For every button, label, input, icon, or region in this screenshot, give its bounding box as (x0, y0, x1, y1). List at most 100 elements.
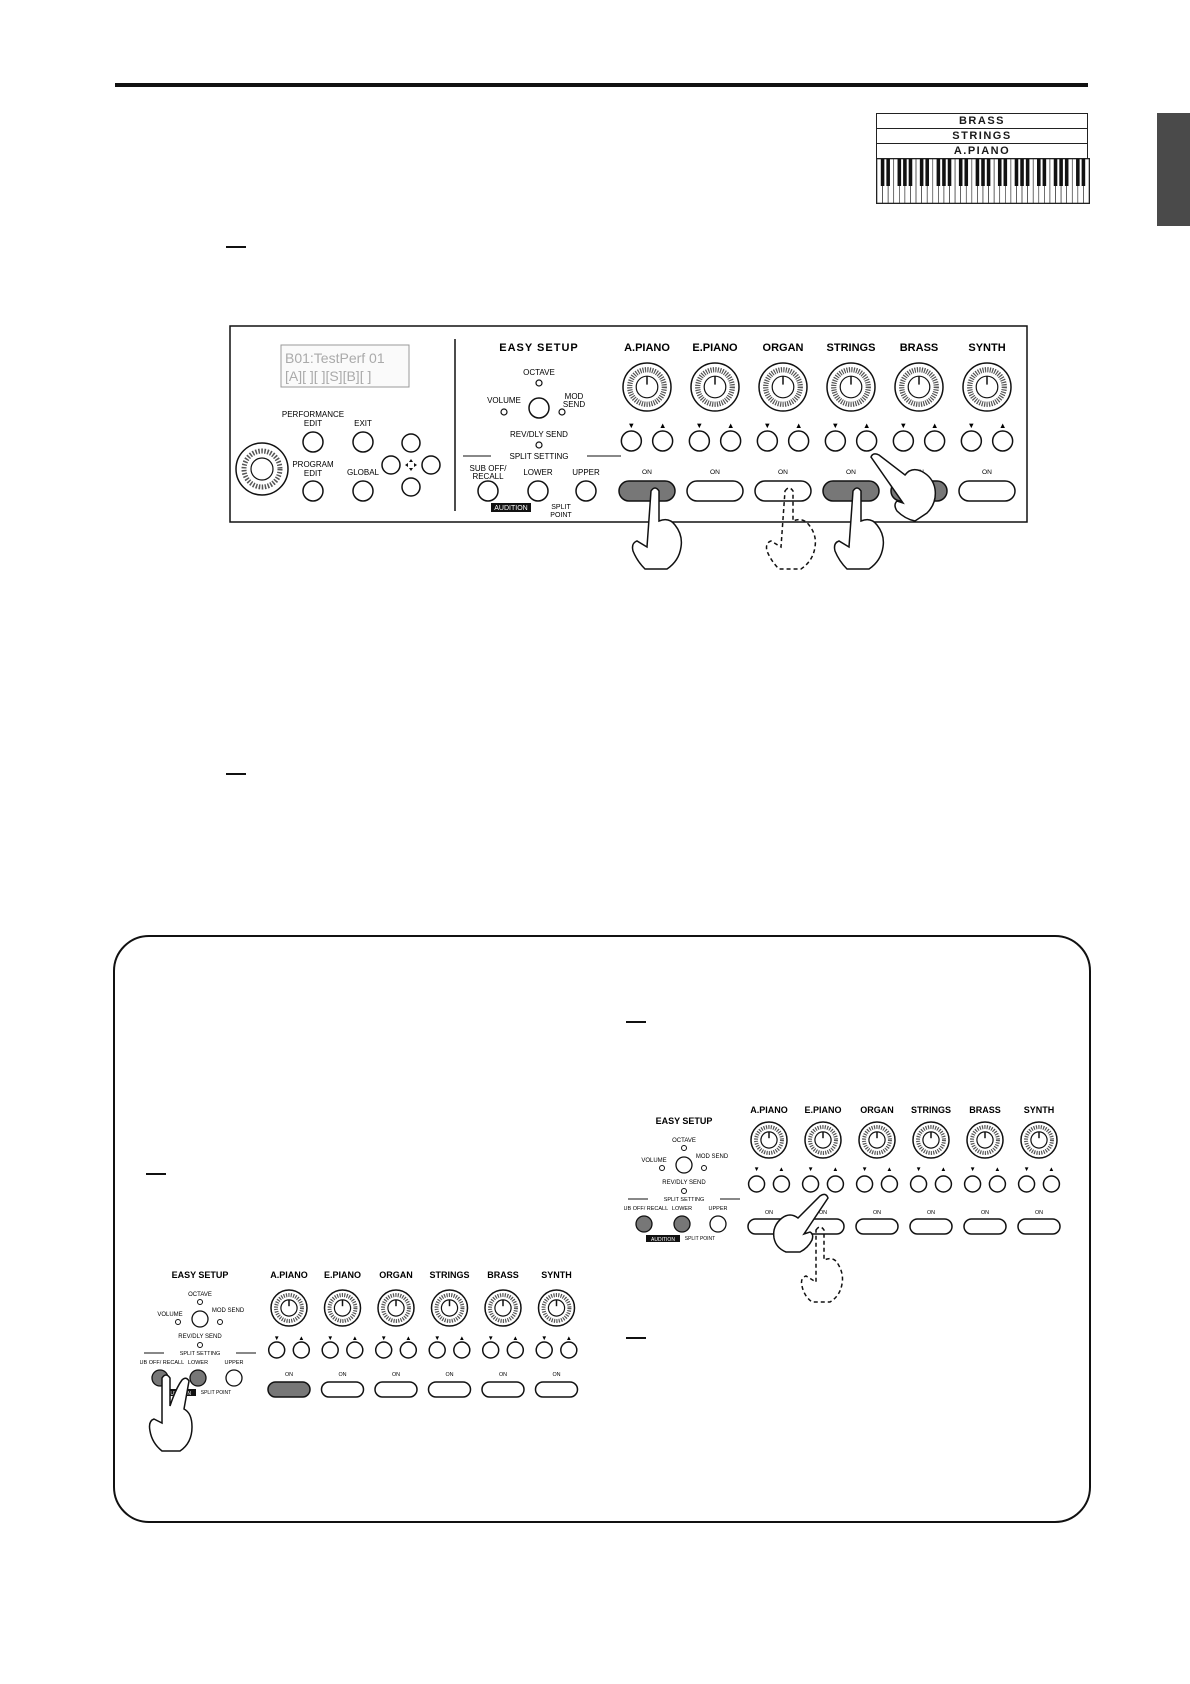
down-button[interactable] (801, 1175, 820, 1193)
up-arrow-icon: ▲ (1048, 1166, 1054, 1173)
category-on-button[interactable] (534, 1381, 579, 1398)
mod-send-led (217, 1319, 223, 1325)
audition-badge (491, 503, 531, 512)
down-button[interactable] (960, 430, 983, 452)
upper-button[interactable] (225, 1369, 243, 1387)
category-on-button[interactable] (618, 480, 676, 502)
cursor-left-button[interactable] (381, 455, 401, 475)
up-button[interactable] (651, 430, 674, 452)
up-button[interactable] (1042, 1175, 1061, 1193)
down-button[interactable] (747, 1175, 766, 1193)
easy-setup-button[interactable] (675, 1156, 693, 1174)
exit-button[interactable] (352, 431, 374, 453)
layer-diagram: BRASS STRINGS A.PIANO (876, 113, 1090, 209)
down-button[interactable] (428, 1341, 446, 1359)
category-on-button[interactable] (374, 1381, 418, 1398)
down-button[interactable] (321, 1341, 339, 1359)
black-key (936, 159, 941, 186)
category-on-button[interactable] (686, 480, 744, 502)
sub-off-recall-button[interactable] (477, 480, 499, 502)
lower-label: LOWER (672, 1206, 692, 1212)
lcd-display (280, 344, 410, 388)
category-on-button[interactable] (427, 1381, 472, 1398)
pointing-hand-icon (833, 487, 885, 570)
up-button[interactable] (506, 1341, 525, 1359)
up-button[interactable] (399, 1341, 418, 1359)
category-on-button[interactable] (267, 1381, 311, 1398)
up-arrow-icon: ▲ (795, 421, 803, 430)
down-button[interactable] (909, 1175, 928, 1193)
easy-setup-title: EASY SETUP (172, 1270, 229, 1280)
down-button[interactable] (267, 1341, 286, 1359)
category-on-button[interactable] (958, 480, 1016, 502)
cursor-down-button[interactable] (401, 477, 421, 497)
black-key (1059, 159, 1063, 186)
down-button[interactable] (963, 1175, 982, 1193)
category-label: SYNTH (541, 1270, 572, 1280)
category-label: E.PIANO (804, 1105, 841, 1115)
up-button[interactable] (772, 1175, 791, 1193)
mod-send-label: MOD SEND (696, 1154, 729, 1160)
performance-edit-button[interactable] (302, 431, 324, 453)
down-button[interactable] (620, 430, 643, 452)
cursor-right-button[interactable] (421, 455, 441, 475)
easy-setup-button[interactable] (191, 1310, 209, 1328)
upper-button[interactable] (575, 480, 597, 502)
up-button[interactable] (991, 430, 1014, 452)
down-button[interactable] (756, 430, 779, 452)
split-setting-label: SPLIT SETTING (664, 1197, 705, 1203)
up-button[interactable] (880, 1175, 899, 1193)
down-button[interactable] (688, 430, 711, 452)
sub-off-recall-button[interactable] (635, 1215, 653, 1233)
on-label: ON (499, 1372, 507, 1378)
rev-dly-send-led (535, 441, 543, 449)
cursor-up-button[interactable] (401, 433, 421, 453)
lower-button[interactable] (527, 480, 549, 502)
volume-label: VOLUME (641, 1158, 666, 1164)
up-button[interactable] (453, 1341, 471, 1359)
down-button[interactable] (1017, 1175, 1036, 1193)
category-on-button[interactable] (1017, 1218, 1061, 1235)
category-on-button[interactable] (320, 1381, 365, 1398)
easy-setup-button[interactable] (528, 397, 550, 419)
front-panel-illustration: B01:TestPerf 01 [A][ ][ ][S][B][ ] PERFO… (229, 325, 1028, 570)
up-button[interactable] (346, 1341, 364, 1359)
up-button[interactable] (787, 430, 810, 452)
lower-label: LOWER (188, 1360, 208, 1366)
up-button[interactable] (719, 430, 742, 452)
upper-button[interactable] (709, 1215, 727, 1233)
down-button[interactable] (892, 430, 915, 452)
category-on-button[interactable] (822, 480, 880, 502)
category-on-button[interactable] (754, 480, 812, 502)
rev-dly-send-label: REV/DLY SEND (178, 1334, 222, 1340)
up-button[interactable] (560, 1341, 578, 1359)
category-on-button[interactable] (963, 1218, 1007, 1235)
lower-button[interactable] (673, 1215, 691, 1233)
lower-button[interactable] (189, 1369, 207, 1387)
mod-send-led (558, 408, 566, 416)
category-on-button[interactable] (855, 1218, 899, 1235)
mod-send-led (701, 1165, 707, 1171)
down-button[interactable] (374, 1341, 393, 1359)
up-button[interactable] (934, 1175, 953, 1193)
knob-grip (763, 367, 803, 407)
step-marker (226, 773, 246, 775)
category-on-button[interactable] (909, 1218, 953, 1235)
up-button[interactable] (923, 430, 946, 452)
up-button[interactable] (826, 1175, 845, 1193)
down-button[interactable] (855, 1175, 874, 1193)
down-button[interactable] (481, 1341, 500, 1359)
down-button[interactable] (824, 430, 847, 452)
category-on-button[interactable] (481, 1381, 525, 1398)
layer-label: BRASS (876, 113, 1088, 128)
global-button[interactable] (352, 480, 374, 502)
up-button[interactable] (292, 1341, 311, 1359)
volume-label: VOLUME (487, 396, 521, 405)
up-button[interactable] (855, 430, 878, 452)
value-dial[interactable] (235, 442, 289, 496)
up-button[interactable] (988, 1175, 1007, 1193)
down-button[interactable] (535, 1341, 553, 1359)
program-edit-button[interactable] (302, 480, 324, 502)
